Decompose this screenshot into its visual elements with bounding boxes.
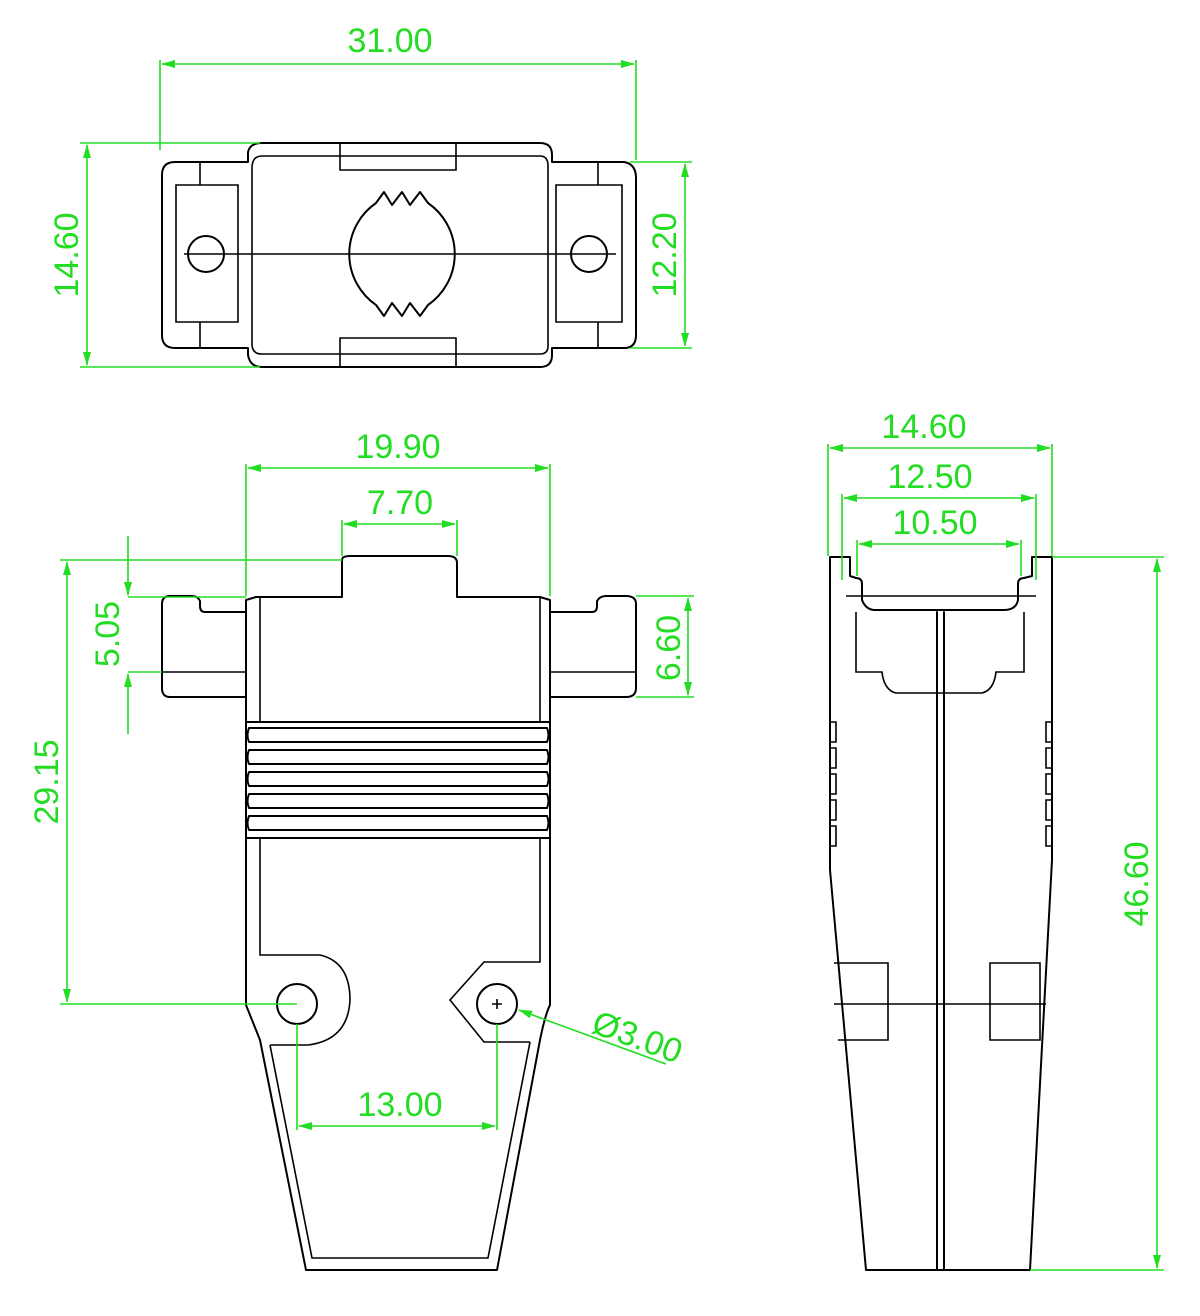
dim-front-flange-height: 6.60 xyxy=(650,615,688,681)
dim-side-width-mid: 12.50 xyxy=(887,458,972,496)
dim-front-top-width: 7.70 xyxy=(367,484,433,522)
front-view xyxy=(161,555,637,1271)
dim-side-height: 46.60 xyxy=(1118,841,1156,926)
top-view xyxy=(161,142,637,368)
dim-front-hole-height: 29.15 xyxy=(28,739,66,824)
side-view-dimensions: 14.60 12.50 10.50 46.60 xyxy=(827,408,1164,1271)
top-view-dimensions: 31.00 14.60 12.20 xyxy=(48,22,692,368)
side-view xyxy=(829,556,1053,1271)
dim-hole-diameter: Ø3.00 xyxy=(587,1004,687,1071)
dim-front-flange-offset: 5.05 xyxy=(89,601,127,667)
dim-hole-spacing: 13.00 xyxy=(357,1086,442,1124)
dim-front-width: 19.90 xyxy=(355,428,440,466)
dim-top-width: 31.00 xyxy=(347,22,432,60)
dim-top-height-outer: 14.60 xyxy=(48,212,86,297)
front-view-dimensions: 19.90 7.70 5.05 6.60 29.15 13.00 Ø3.00 xyxy=(28,428,694,1130)
dim-top-height-inner: 12.20 xyxy=(646,212,684,297)
dim-side-width-inner: 10.50 xyxy=(892,504,977,542)
dim-side-width-outer: 14.60 xyxy=(881,408,966,446)
